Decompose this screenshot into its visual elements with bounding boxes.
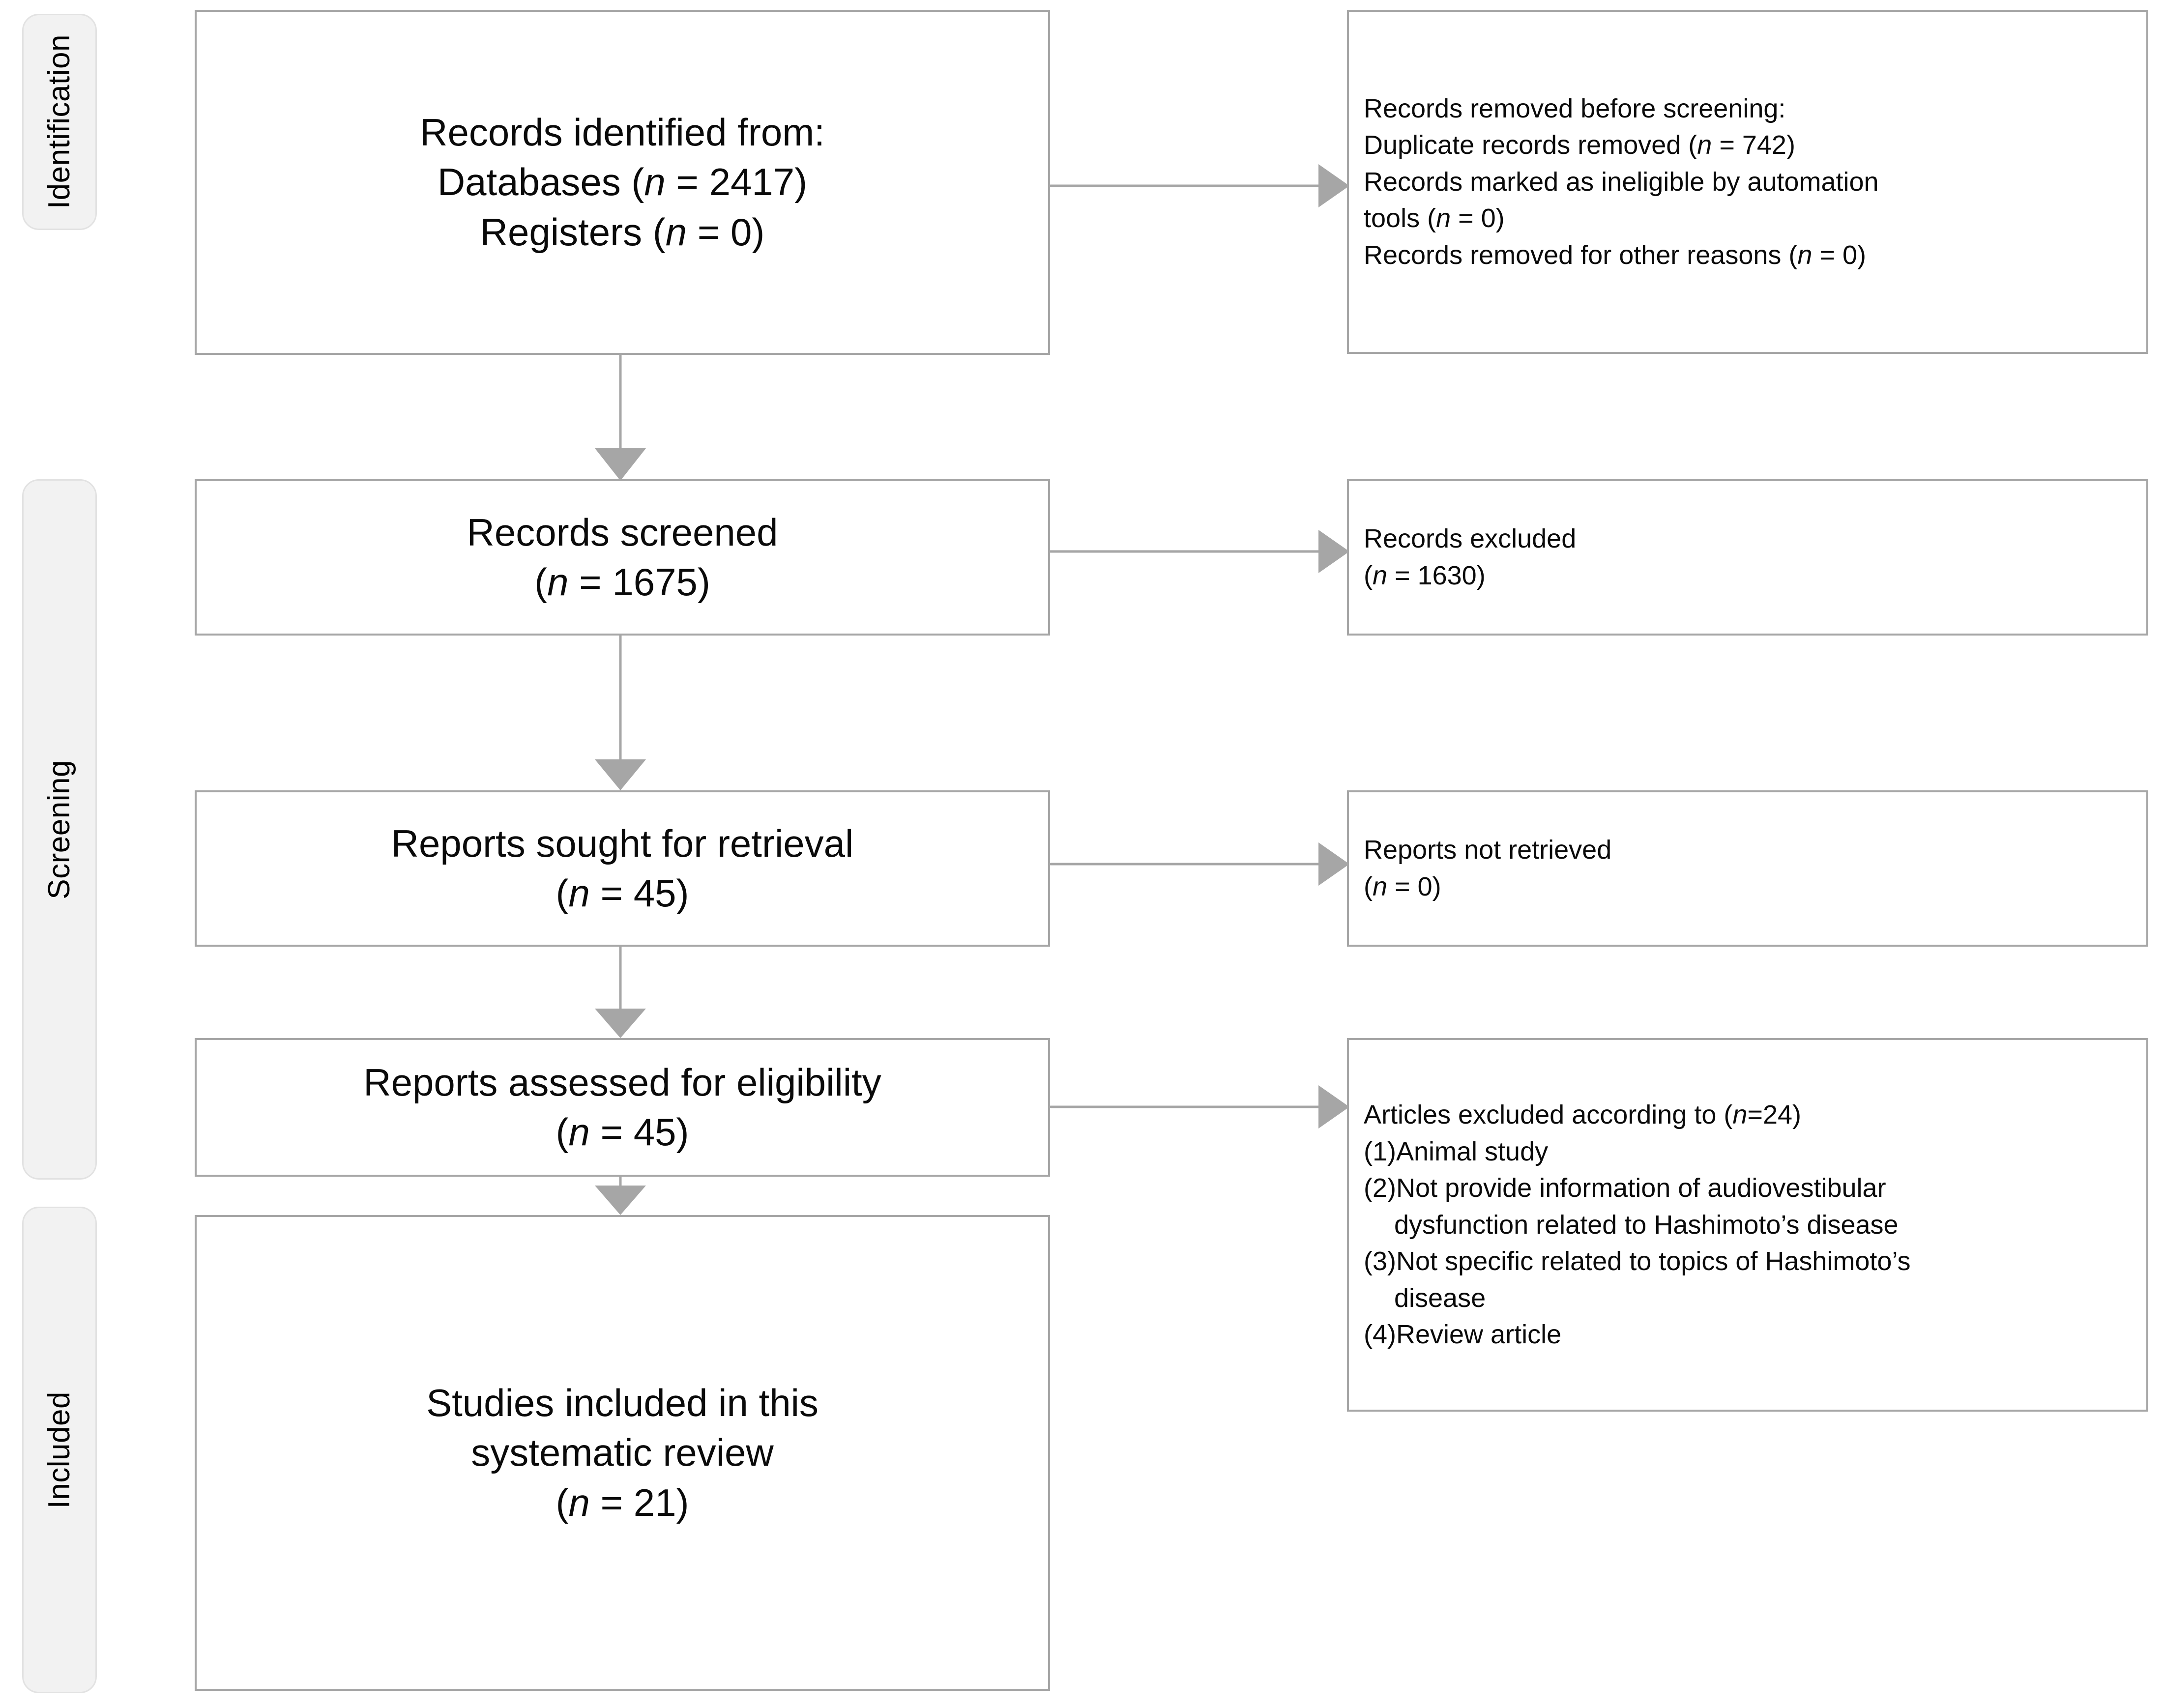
exclusion-reason-1: (1)Animal study — [1364, 1136, 1549, 1166]
box-records-identified: Records identified from: Databases (n = … — [195, 10, 1050, 355]
arrow-identified-to-removed — [1050, 164, 1349, 207]
paren-open: ( — [1364, 872, 1373, 901]
reports-not-retrieved-count: = 0) — [1387, 872, 1441, 901]
reports-not-retrieved-line-2: (n = 0) — [1364, 868, 1441, 905]
box-records-excluded: Records excluded (n = 1630) — [1347, 479, 2148, 636]
phase-bar-screening: Screening — [22, 479, 97, 1180]
paren-open: ( — [534, 560, 548, 604]
records-removed-automation-b: tools (n = 0) — [1364, 200, 1505, 237]
n-italic: n — [568, 1480, 590, 1524]
registers-count: = 0) — [687, 210, 765, 254]
paren-open: ( — [556, 1480, 569, 1524]
databases-label: Databases ( — [437, 160, 644, 204]
arrow-screened-to-excluded — [1050, 530, 1349, 573]
arrow-sought-to-assessed — [595, 946, 646, 1038]
automation-tools-count: = 0) — [1451, 203, 1505, 233]
n-italic: n — [665, 210, 687, 254]
records-excluded-line-1: Records excluded — [1364, 524, 1577, 554]
reports-assessed-line-1: Reports assessed for eligibility — [363, 1060, 881, 1104]
n-italic: n — [644, 160, 666, 204]
studies-included-line-1: Studies included in this — [426, 1381, 819, 1424]
paren-open: ( — [556, 1110, 569, 1154]
n-italic: n — [547, 560, 569, 604]
reports-assessed-count: = 45) — [589, 1110, 689, 1154]
studies-included-line-2: systematic review — [471, 1431, 774, 1475]
exclusion-reason-4: (4)Review article — [1364, 1320, 1562, 1350]
box-studies-included: Studies included in this systematic revi… — [195, 1215, 1050, 1691]
articles-excluded-heading: Articles excluded according to (n=24) — [1364, 1097, 1801, 1133]
exclusion-reason-3-line-1: (3)Not specific related to topics of Has… — [1364, 1246, 1911, 1276]
phase-label-screening: Screening — [42, 759, 76, 899]
n-italic: n — [1732, 1100, 1748, 1130]
registers-label: Registers ( — [480, 210, 666, 254]
arrow-sought-to-not-retrieved — [1050, 842, 1349, 886]
records-removed-duplicates: Duplicate records removed (n = 742) — [1364, 127, 1795, 164]
arrow-identified-to-screened — [595, 354, 646, 481]
duplicates-label: Duplicate records removed ( — [1364, 130, 1697, 160]
n-italic: n — [568, 1110, 590, 1154]
reports-sought-line-1: Reports sought for retrieval — [391, 821, 854, 865]
phase-bar-identification: Identification — [22, 14, 97, 230]
records-screened-count: = 1675) — [568, 560, 710, 604]
records-identified-line-2: Databases (n = 2417) — [438, 157, 807, 207]
arrow-screened-to-sought — [595, 635, 646, 790]
records-screened-line-2: (n = 1675) — [534, 557, 710, 607]
n-italic: n — [1797, 240, 1813, 270]
exclusion-reason-2-line-2: dysfunction related to Hashimoto’s disea… — [1394, 1210, 1899, 1240]
paren-open: ( — [1364, 561, 1373, 590]
other-reasons-count: = 0) — [1812, 240, 1866, 270]
phase-label-identification: Identification — [42, 34, 76, 209]
records-screened-line-1: Records screened — [467, 510, 778, 554]
box-records-screened: Records screened (n = 1675) — [195, 479, 1050, 636]
n-italic: n — [1372, 561, 1388, 590]
exclusion-reason-3-line-2: disease — [1394, 1283, 1486, 1313]
duplicates-count: = 742) — [1712, 130, 1795, 160]
studies-included-count: = 21) — [589, 1480, 689, 1524]
records-excluded-line-2: (n = 1630) — [1364, 557, 1486, 594]
reports-sought-line-2: (n = 45) — [556, 868, 689, 918]
records-removed-automation-a: Records marked as ineligible by automati… — [1364, 167, 1879, 197]
reports-sought-count: = 45) — [589, 871, 689, 915]
box-articles-excluded: Articles excluded according to (n=24) (1… — [1347, 1038, 2148, 1412]
reports-not-retrieved-line-1: Reports not retrieved — [1364, 835, 1612, 865]
records-identified-line-1: Records identified from: — [420, 110, 825, 154]
records-excluded-count: = 1630) — [1387, 561, 1486, 590]
paren-open: ( — [556, 871, 569, 915]
records-removed-heading: Records removed before screening: — [1364, 93, 1786, 123]
phase-bar-included: Included — [22, 1207, 97, 1693]
articles-excluded-count: =24) — [1747, 1100, 1801, 1130]
records-removed-other: Records removed for other reasons (n = 0… — [1364, 237, 1866, 274]
box-reports-sought: Reports sought for retrieval (n = 45) — [195, 790, 1050, 947]
arrow-assessed-to-articles-excluded — [1050, 1085, 1349, 1129]
other-reasons-label: Records removed for other reasons ( — [1364, 240, 1798, 270]
box-records-removed: Records removed before screening: Duplic… — [1347, 10, 2148, 354]
n-italic: n — [1697, 130, 1712, 160]
articles-excluded-label: Articles excluded according to ( — [1364, 1100, 1733, 1130]
arrow-assessed-to-included — [595, 1176, 646, 1215]
box-reports-not-retrieved: Reports not retrieved (n = 0) — [1347, 790, 2148, 947]
exclusion-reason-2-line-1: (2)Not provide information of audiovesti… — [1364, 1173, 1886, 1203]
records-identified-line-3: Registers (n = 0) — [480, 207, 765, 257]
n-italic: n — [568, 871, 590, 915]
automation-tools-label: tools ( — [1364, 203, 1436, 233]
reports-assessed-line-2: (n = 45) — [556, 1107, 689, 1157]
n-italic: n — [1436, 203, 1451, 233]
phase-label-included: Included — [42, 1391, 76, 1509]
box-reports-assessed: Reports assessed for eligibility (n = 45… — [195, 1038, 1050, 1177]
databases-count: = 2417) — [665, 160, 808, 204]
n-italic: n — [1372, 872, 1388, 901]
studies-included-line-3: (n = 21) — [556, 1478, 689, 1528]
